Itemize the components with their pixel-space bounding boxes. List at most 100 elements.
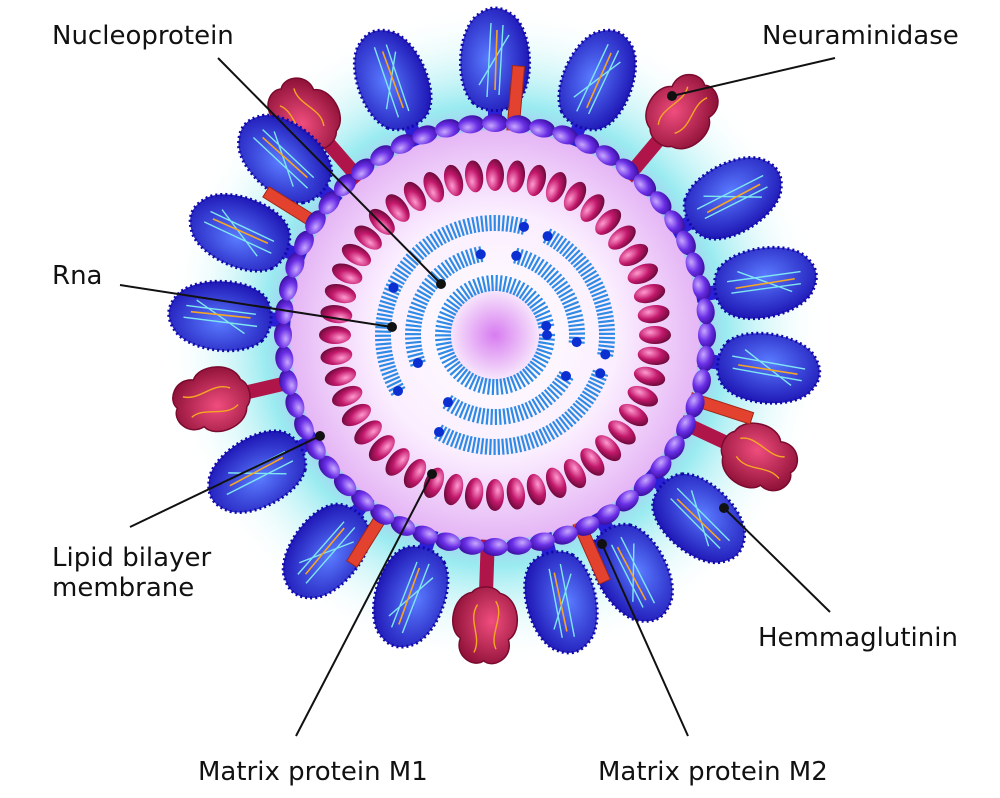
leader-dot [387,322,397,332]
lipid-bead [685,392,705,418]
lipid-bead [696,298,715,325]
hemagglutinin-head [651,472,747,565]
matrix-m1-bead [423,172,445,203]
matrix-m1-bead [385,194,410,222]
matrix-m1-bead [403,458,427,489]
hemagglutinin-spike [188,192,313,273]
lipid-bead [552,525,578,545]
matrix-m1-bead [385,448,410,476]
hemagglutinin-strands [732,349,806,387]
virus-core [440,280,550,390]
neuraminidase-head [172,366,251,433]
hemagglutinin-helix [190,310,251,319]
rna-end-cap [442,397,453,408]
lipid-bead [285,392,305,418]
neuraminidase-head [452,586,519,665]
rna-segment [511,247,586,348]
rna-end-cap [571,337,582,348]
matrix-m1-bead [341,243,372,267]
hemagglutinin-strands [548,563,576,638]
matrix-m1-bead [368,208,395,235]
rna-segment [434,368,609,455]
matrix-m1-bead [486,159,504,191]
rna-end-cap [541,320,552,331]
hemagglutinin-helix [212,218,269,244]
matrix-m1-bead [545,172,567,203]
lipid-bead [412,125,438,145]
matrix-m1-ring [319,159,671,511]
matrix-m1-bead [526,164,547,197]
lipid-bead [664,435,685,460]
lipid-bead [552,125,578,145]
lipid-bead [390,516,416,536]
matrix-m1-bead [608,420,636,445]
neuraminidase-strands [735,437,785,479]
hemagglutinin-strands [670,487,731,549]
lipid-bead [692,274,711,301]
matrix-m1-bead [443,164,464,197]
lipid-bead [285,252,305,278]
lipid-bead [650,191,672,215]
rna-segment [542,228,616,360]
neuraminidase-head [645,73,719,150]
matrix-m1-bead [526,473,547,506]
matrix-m1-bead [633,366,666,387]
lipid-bead [351,490,375,512]
matrix-m1-bead [545,467,567,498]
matrix-m1-bead [354,225,382,250]
lipid-bead [294,230,314,256]
lipid-bead [692,369,711,396]
lipid-bead [595,145,620,166]
neuraminidase-strands [657,86,708,134]
lipid-bead [505,115,532,134]
matrix-m1-bead [633,283,666,304]
rna-segment [442,371,574,426]
label-rna: Rna [52,261,103,291]
lipid-bead [370,504,395,525]
rna-end-cap [475,249,486,260]
rna-end-cap [511,250,522,261]
hemagglutinin-helix [676,498,721,542]
matrix-m1-bead [618,243,649,267]
lipid-bilayer-ring [274,114,716,556]
hemagglutinin-helix [586,52,612,109]
lipid-bead [482,114,508,132]
label-matrix-protein-m2: Matrix protein M2 [598,757,828,787]
lipid-bead [458,536,485,555]
rna-segment [374,282,406,396]
lipid-bead [279,274,298,301]
lipid-bead [370,145,395,166]
matrix-m1-bead [332,263,363,285]
leader-line [119,284,393,328]
leader-dot [427,469,437,479]
hemagglutinin-helix [305,527,345,575]
leader-dot [597,539,607,549]
lipid-bead [698,322,716,348]
leader-dot [719,503,729,513]
hemagglutinin-spike [167,279,296,353]
hemagglutinin-helix [616,546,647,601]
hemagglutinin-strands [373,44,410,118]
lipid-bead [351,158,375,180]
matrix-m1-bead [324,283,357,304]
lipid-bead [434,119,461,138]
matrix-m1-bead [354,420,382,445]
lipid-bead [482,538,508,556]
hemagglutinin-head [237,113,333,205]
matrix-m1-bead [637,304,670,324]
hemagglutinin-strands [573,43,621,115]
matrix-m1-bead [627,385,658,407]
hemagglutinin-helix [262,136,308,179]
leader-line [217,57,442,285]
lipid-bead [685,252,705,278]
lipid-bead [595,504,620,525]
lipid-bead [650,455,672,479]
matrix-m1-bead [618,403,649,427]
matrix-m1-bead [443,473,464,506]
hemagglutinin-strands [252,129,315,189]
leader-dot [315,431,325,441]
lipid-bead [390,134,416,154]
rna-end-cap [434,426,444,437]
hemagglutinin-head [281,502,372,600]
